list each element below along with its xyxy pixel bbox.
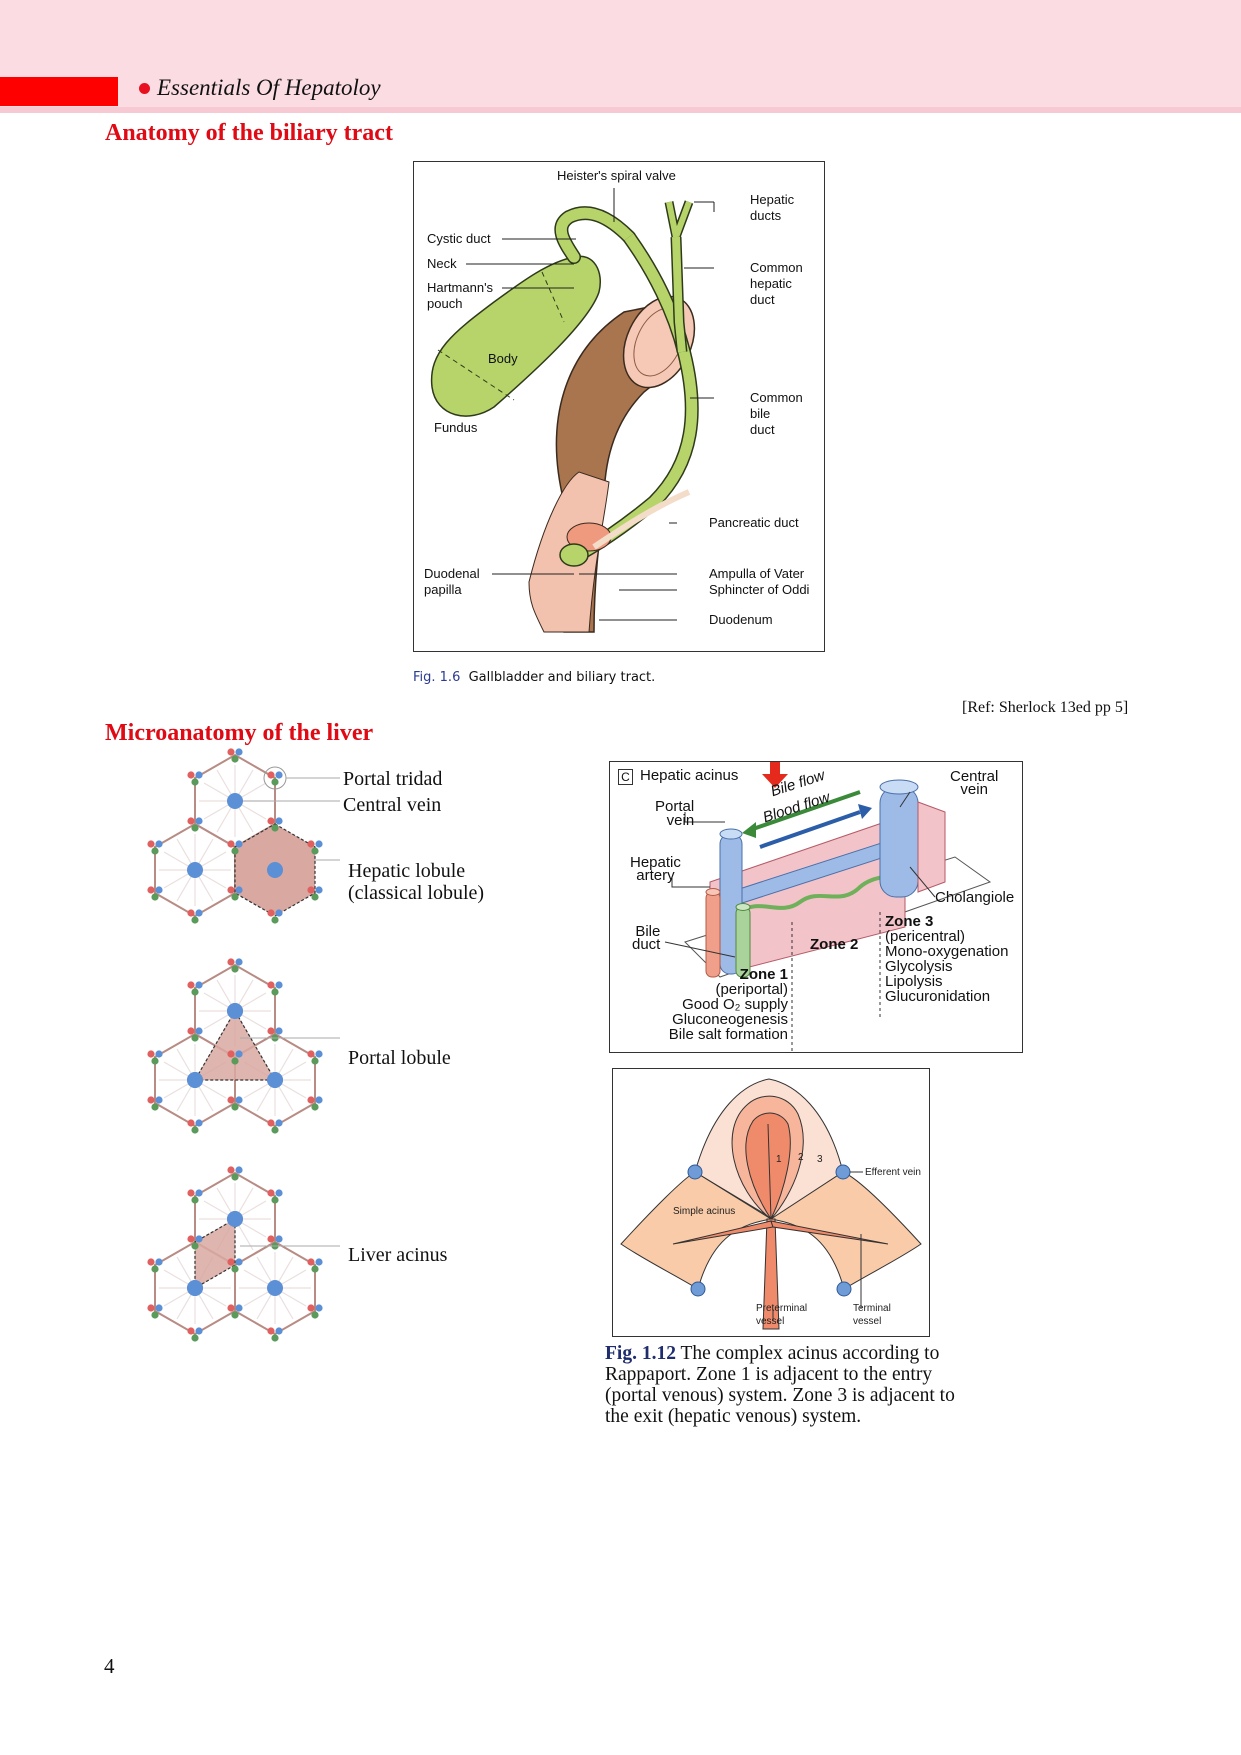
gallbladder-illustration: [430, 188, 715, 633]
label-central-vein-acinus: Central vein: [950, 768, 999, 798]
leader-lines: [466, 188, 715, 621]
header-band: [0, 0, 1241, 107]
label-sphincter: Sphincter of Oddi: [709, 582, 810, 597]
caption-number: Fig. 1.6: [413, 670, 461, 685]
zone-number-1: 1: [776, 1154, 782, 1165]
figure-gallbladder: Heister's spiral valve Hepatic ducts Cys…: [413, 161, 825, 652]
label-portal-triad: Portal tridad: [343, 768, 443, 790]
label-liver-acinus: Liver acinus: [348, 1244, 448, 1266]
figure-rappaport-acinus: 1 2 3 Efferent vein Simple acinus Preter…: [612, 1068, 930, 1337]
label-pancreatic-duct: Pancreatic duct: [709, 515, 799, 530]
header-rule: [0, 107, 1241, 113]
label-duodenal-papilla: Duodenal papilla: [424, 566, 480, 597]
rappaport-illustration: [620, 1078, 922, 1330]
page-number: 4: [104, 1654, 115, 1678]
zone-number-3: 3: [817, 1154, 823, 1165]
label-ampulla: Ampulla of Vater: [709, 566, 805, 581]
running-title: Essentials Of Hepatoloy: [157, 75, 381, 100]
lobule-diagrams: [147, 748, 340, 1342]
cystic-duct-shape: [555, 207, 635, 263]
pancreatic-duct-shape: [592, 489, 691, 550]
gallbladder-shape: [430, 255, 601, 417]
zone3-block: Zone 3 (pericentral) Mono-oxygenation Gl…: [885, 913, 1009, 1005]
label-bile-duct: Bile duct: [632, 923, 661, 953]
label-portal-lobule: Portal lobule: [348, 1047, 451, 1069]
caption-number: Fig. 1.12: [605, 1343, 676, 1364]
zone1-block: Zone 1 (periportal) Good O₂ supply Gluco…: [668, 966, 788, 1043]
label-body: Body: [488, 351, 518, 366]
label-simple-acinus: Simple acinus: [673, 1206, 736, 1217]
label-hepatic-artery: Hepatic artery: [630, 854, 681, 884]
figure-caption-1-6: Fig. 1.6 Gallbladder and biliary tract.: [413, 670, 655, 685]
section-heading-microanatomy: Microanatomy of the liver: [105, 720, 374, 746]
label-hepatic-ducts: Hepatic ducts: [750, 192, 795, 223]
liver-acinus-diagram: [147, 1166, 340, 1342]
zone2-label: Zone 2: [810, 936, 859, 953]
label-neck: Neck: [427, 256, 457, 271]
reference-note: [Ref: Sherlock 13ed pp 5]: [962, 699, 1129, 716]
label-central-vein: Central vein: [343, 794, 442, 816]
label-terminal-vessel: Terminal vessel: [853, 1303, 891, 1327]
panel-letter: C: [618, 769, 633, 785]
portal-lobule-diagram: [147, 958, 340, 1134]
hepatic-acinus-illustration: [664, 762, 992, 1052]
ampulla-shape: [559, 543, 589, 567]
label-preterminal-vessel: Preterminal vessel: [756, 1303, 808, 1327]
classical-lobule-diagram: [147, 748, 340, 924]
figure-caption-1-12: Fig. 1.12 The complex acinus according t…: [605, 1343, 975, 1427]
figure-hepatic-acinus: C Hepatic acinus Bile flow Blood flow Po…: [609, 761, 1023, 1053]
label-heister: Heister's spiral valve: [557, 168, 676, 183]
label-cystic-duct: Cystic duct: [427, 231, 491, 246]
label-hepatic-lobule: Hepatic lobule (classical lobule): [348, 860, 485, 904]
caption-text: Gallbladder and biliary tract.: [468, 670, 656, 685]
label-portal-vein: Portal vein: [655, 798, 695, 829]
zone-number-2: 2: [798, 1152, 804, 1163]
label-hepatic-acinus: Hepatic acinus: [640, 767, 739, 784]
label-common-hepatic-duct: Common hepatic duct: [750, 260, 803, 307]
label-hartmann: Hartmann's pouch: [427, 280, 494, 311]
section-heading-biliary: Anatomy of the biliary tract: [105, 120, 393, 146]
bullet-icon: [139, 83, 150, 94]
caption-text: The complex acinus according to Rappapor…: [605, 1343, 955, 1427]
label-efferent-vein: Efferent vein: [865, 1167, 921, 1178]
label-cholangiole: Cholangiole: [935, 889, 1015, 906]
label-duodenum: Duodenum: [709, 612, 773, 627]
header-accent-block: [0, 77, 118, 106]
label-fundus: Fundus: [434, 420, 478, 435]
label-common-bile-duct: Common bile duct: [750, 390, 803, 437]
